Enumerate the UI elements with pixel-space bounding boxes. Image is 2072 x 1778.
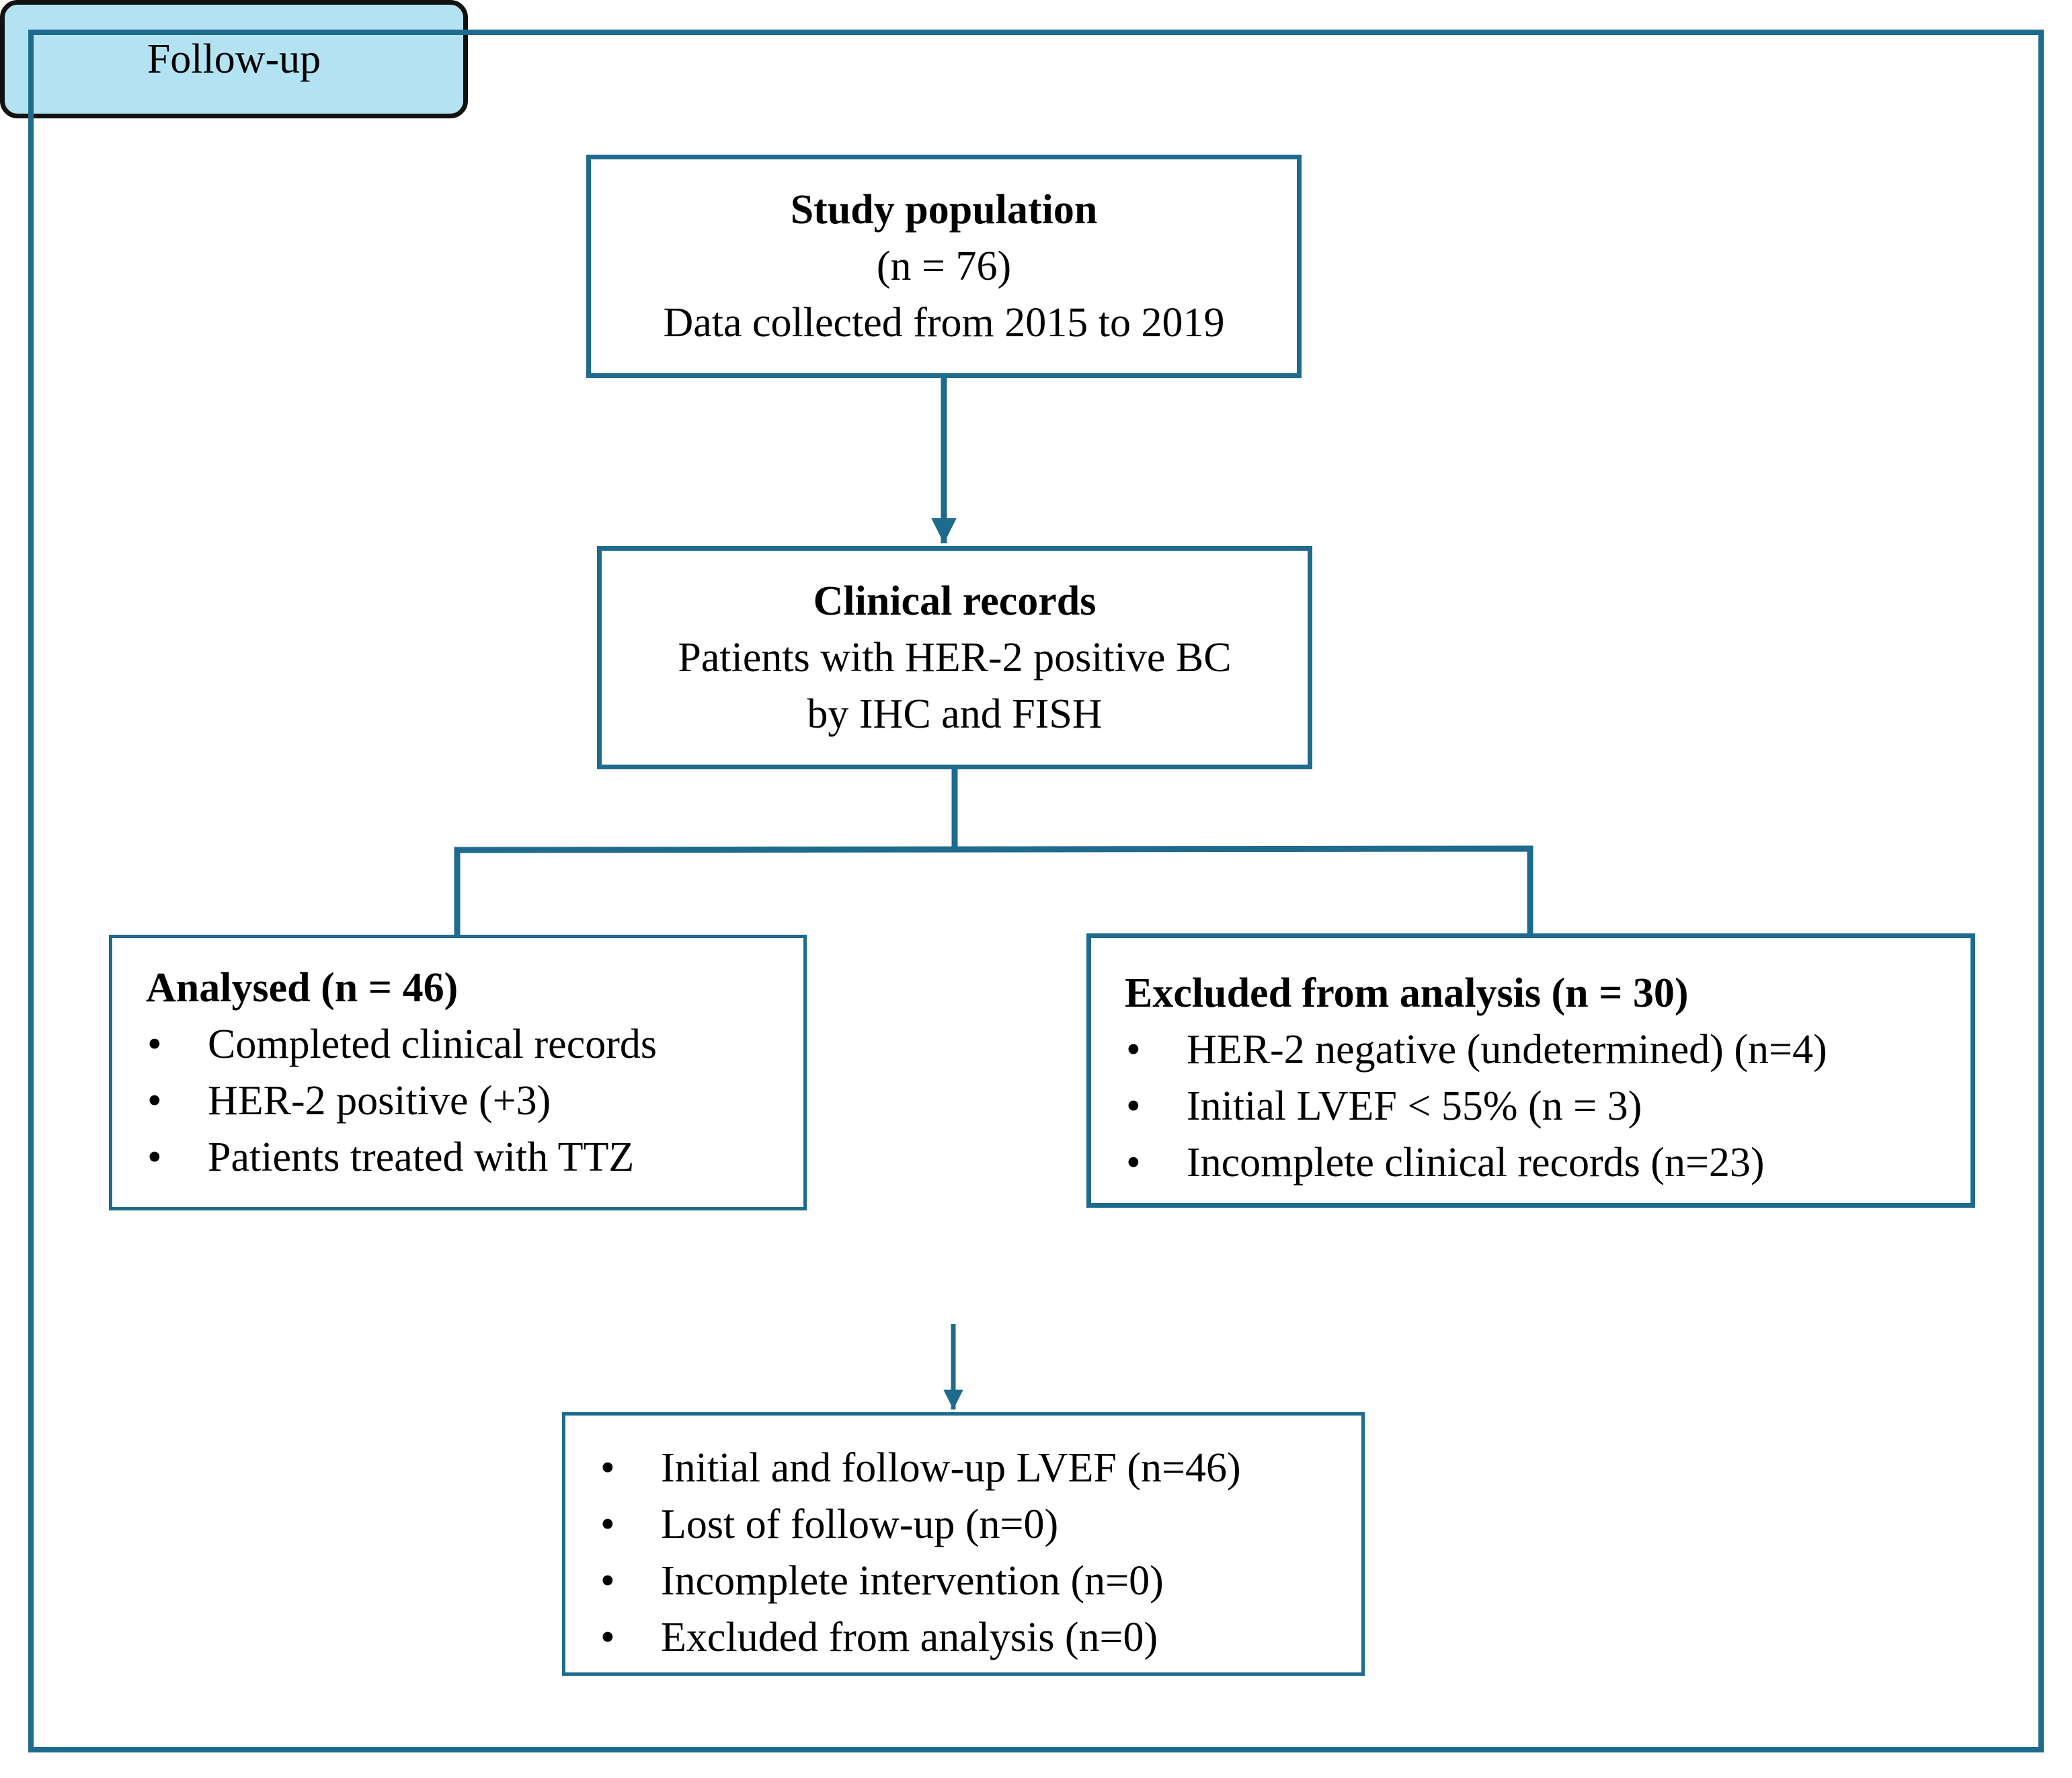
bullet-icon: • bbox=[600, 1558, 615, 1604]
bullet-icon: • bbox=[600, 1615, 615, 1660]
followup-result-label: Initial and follow-up LVEF (n=46) bbox=[661, 1445, 1241, 1491]
excluded-item-label: HER-2 negative (undetermined) (n=4) bbox=[1187, 1027, 1827, 1073]
analysed-title: Analysed (n = 46) bbox=[146, 965, 459, 1011]
analysed-box: Analysed (n = 46) • Completed clinical re… bbox=[109, 935, 807, 1210]
list-item: • HER-2 positive (+3) bbox=[146, 1073, 803, 1129]
list-item: • Completed clinical records bbox=[146, 1016, 803, 1073]
excluded-title: Excluded from analysis (n = 30) bbox=[1125, 970, 1689, 1016]
clinical-records-line-2: by IHC and FISH bbox=[807, 691, 1103, 737]
bullet-icon: • bbox=[1126, 1027, 1141, 1073]
list-item: • Initial and follow-up LVEF (n=46) bbox=[599, 1440, 1361, 1496]
bullet-icon: • bbox=[147, 1134, 162, 1180]
list-item: • Excluded from analysis (n=0) bbox=[599, 1609, 1361, 1666]
followup-result-label: Incomplete intervention (n=0) bbox=[661, 1558, 1164, 1604]
bullet-icon: • bbox=[600, 1502, 615, 1547]
followup-box: Follow-up bbox=[0, 0, 468, 118]
study-population-box: Study population (n = 76) Data collected… bbox=[586, 155, 1302, 378]
study-population-title: Study population bbox=[790, 187, 1098, 233]
bullet-icon: • bbox=[147, 1021, 162, 1067]
list-item: • Patients treated with TTZ bbox=[146, 1129, 803, 1186]
bullet-icon: • bbox=[1126, 1083, 1141, 1129]
bullet-icon: • bbox=[147, 1078, 162, 1124]
list-item: • HER-2 negative (undetermined) (n=4) bbox=[1125, 1021, 1970, 1078]
connector-split-branches bbox=[454, 845, 1533, 935]
list-item: • Incomplete clinical records (n=23) bbox=[1125, 1134, 1970, 1191]
followup-result-label: Lost of follow-up (n=0) bbox=[661, 1502, 1059, 1547]
list-item: • Incomplete intervention (n=0) bbox=[599, 1553, 1361, 1609]
list-item: • Lost of follow-up (n=0) bbox=[599, 1496, 1361, 1553]
analysed-item-label: HER-2 positive (+3) bbox=[208, 1078, 551, 1124]
analysed-item-label: Patients treated with TTZ bbox=[208, 1134, 635, 1180]
bullet-icon: • bbox=[600, 1445, 615, 1491]
analysed-item-label: Completed clinical records bbox=[208, 1021, 657, 1067]
diagram-frame bbox=[28, 30, 2044, 1752]
excluded-box: Excluded from analysis (n = 30) • HER-2 n… bbox=[1086, 933, 1975, 1208]
analysed-list: • Completed clinical records • HER-2 posit… bbox=[146, 1016, 803, 1186]
excluded-item-label: Incomplete clinical records (n=23) bbox=[1187, 1140, 1765, 1186]
clinical-records-line-1: Patients with HER-2 positive BC bbox=[678, 635, 1232, 681]
followup-results-box: • Initial and follow-up LVEF (n=46) • Lost… bbox=[562, 1412, 1365, 1676]
bullet-icon: • bbox=[1126, 1140, 1141, 1186]
study-population-count: (n = 76) bbox=[876, 243, 1012, 289]
clinical-records-box: Clinical records Patients with HER-2 pos… bbox=[597, 546, 1312, 769]
clinical-records-title: Clinical records bbox=[813, 578, 1097, 624]
followup-label: Follow-up bbox=[147, 36, 321, 82]
excluded-item-label: Initial LVEF < 55% (n = 3) bbox=[1187, 1083, 1642, 1129]
followup-results-list: • Initial and follow-up LVEF (n=46) • Lost… bbox=[599, 1440, 1361, 1666]
excluded-list: • HER-2 negative (undetermined) (n=4) • In… bbox=[1125, 1021, 1970, 1191]
followup-result-label: Excluded from analysis (n=0) bbox=[661, 1615, 1158, 1660]
study-population-detail: Data collected from 2015 to 2019 bbox=[663, 300, 1225, 346]
list-item: • Initial LVEF < 55% (n = 3) bbox=[1125, 1078, 1970, 1134]
